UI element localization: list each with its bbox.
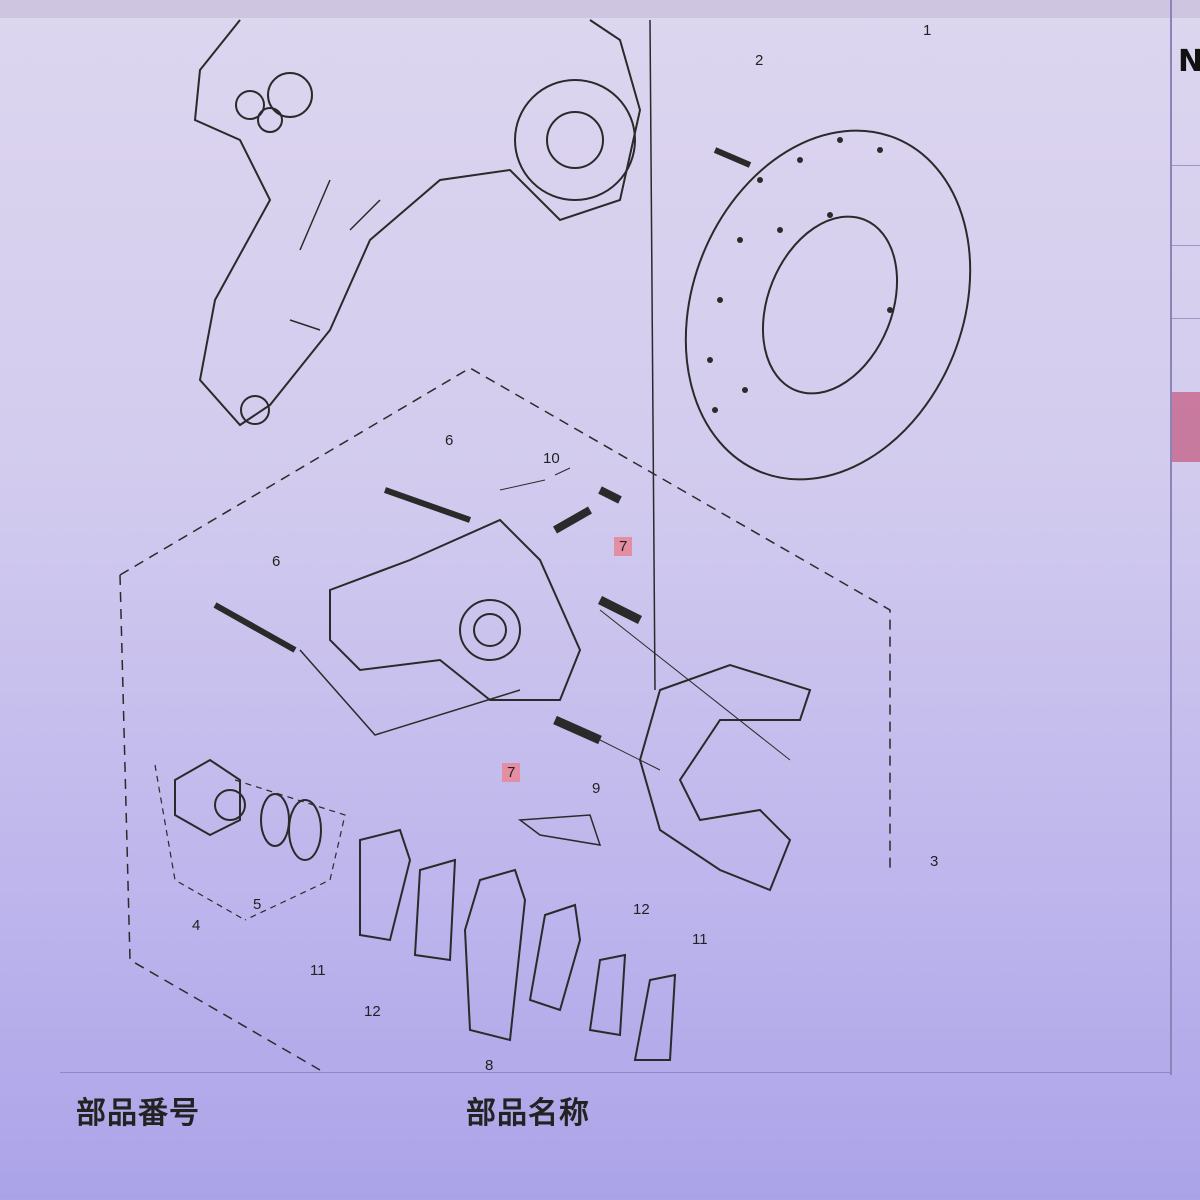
divider (60, 1072, 1170, 1073)
callout-3: 3 (930, 853, 939, 870)
callout-12: 12 (364, 1003, 381, 1020)
bracket-drawing (638, 663, 812, 892)
callout-6: 6 (445, 432, 454, 449)
callout-11: 11 (310, 962, 326, 979)
callout-10: 10 (543, 450, 560, 467)
screen-edge (0, 0, 1200, 18)
callout-8: 8 (485, 1057, 494, 1074)
callout-9: 9 (592, 780, 601, 797)
callout-2: 2 (755, 52, 764, 69)
column-header-n: N (1178, 44, 1200, 79)
callout-4: 4 (192, 917, 201, 934)
highlighted-table-row[interactable] (1172, 392, 1200, 462)
callout-12: 12 (633, 901, 650, 918)
callout-1: 1 (923, 22, 932, 39)
caliper-drawing (213, 486, 791, 771)
swingarm-drawing (193, 19, 642, 427)
callout-11: 11 (692, 931, 708, 948)
callout-6: 6 (272, 553, 281, 570)
callout-5: 5 (253, 896, 262, 913)
callout-7-highlighted[interactable]: 7 (502, 763, 521, 782)
part-name-header: 部品名称 (466, 1096, 590, 1131)
parts-table-edge (1170, 0, 1200, 1075)
part-number-header: 部品番号 (76, 1096, 200, 1131)
callout-7-highlighted[interactable]: 7 (614, 537, 633, 556)
brake-disc-drawing (684, 129, 972, 481)
